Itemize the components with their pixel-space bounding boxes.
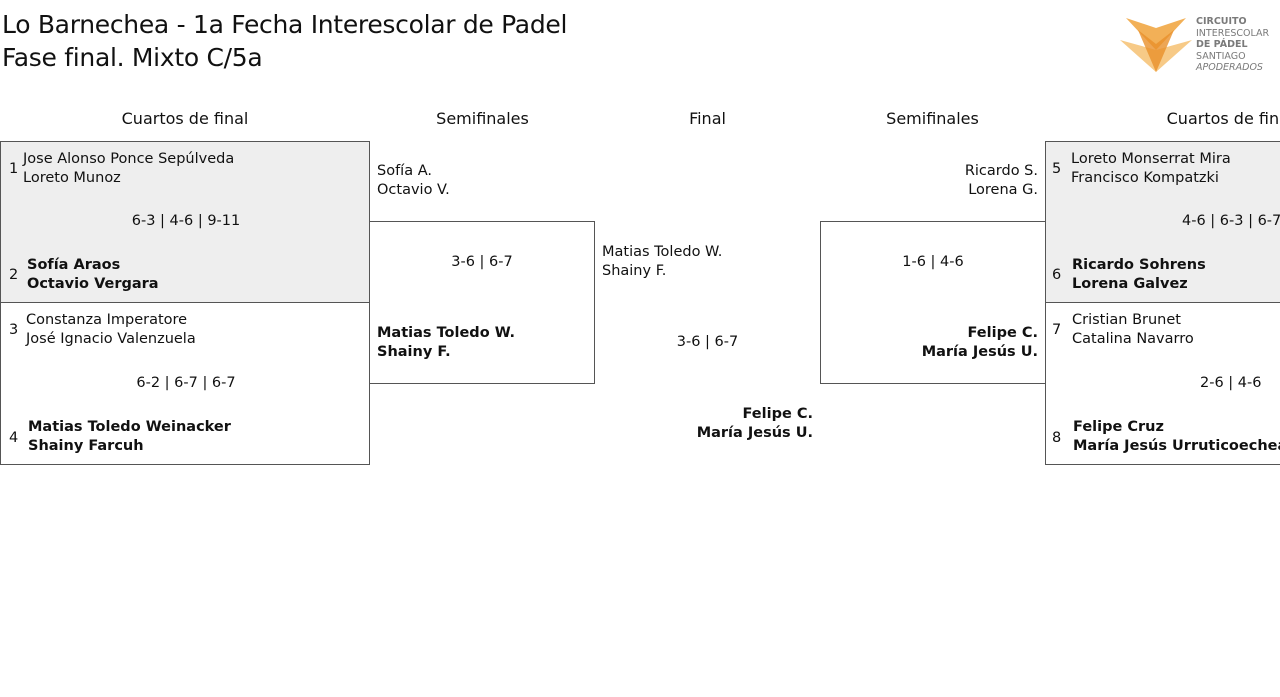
player-name: Ricardo S. — [964, 163, 1038, 179]
winner-name: María Jesús Urruticoechea — [1073, 438, 1280, 454]
match-box-qf2[interactable]: 3 Constanza Imperatore José Ignacio Vale… — [0, 302, 370, 465]
seed-number: 7 — [1052, 322, 1062, 338]
winner-name: Lorena Galvez — [1072, 276, 1188, 292]
seed-number: 8 — [1052, 430, 1062, 446]
winner-name: Sofía Araos — [27, 257, 121, 273]
round-label-left-semis: Semifinales — [436, 109, 529, 128]
logo-text: CIRCUITO INTERESCOLAR DE PÁDEL SANTIAGO … — [1196, 16, 1269, 74]
round-label-final: Final — [689, 109, 726, 128]
player-name: José Ignacio Valenzuela — [26, 331, 196, 347]
player-name: Octavio V. — [377, 182, 450, 198]
title-line-1: Lo Barnechea - 1a Fecha Interescolar de … — [2, 10, 568, 39]
player-name: Jose Alonso Ponce Sepúlveda — [23, 151, 235, 167]
winner-name: Shainy Farcuh — [28, 438, 144, 454]
winner-name: Octavio Vergara — [27, 276, 159, 292]
round-label-right-quarters: Cuartos de final — [1166, 109, 1280, 128]
player-name: Loreto Munoz — [23, 170, 121, 186]
title-line-2: Fase final. Mixto C/5a — [2, 43, 263, 72]
winner-name: Felipe C. — [967, 325, 1038, 341]
round-label-right-semis: Semifinales — [886, 109, 979, 128]
circuit-logo: CIRCUITO INTERESCOLAR DE PÁDEL SANTIAGO … — [1118, 14, 1280, 76]
seed-number: 1 — [9, 161, 19, 177]
winner-name: Ricardo Sohrens — [1072, 257, 1206, 273]
player-name: Francisco Kompatzki — [1071, 170, 1219, 186]
player-name: Shainy F. — [602, 263, 667, 279]
seed-number: 2 — [9, 267, 19, 283]
match-score: 6-3 | 4-6 | 9-11 — [131, 213, 241, 229]
player-name: Constanza Imperatore — [26, 312, 188, 328]
player-name: Matias Toledo W. — [602, 244, 723, 260]
winner-name: Matias Toledo Weinacker — [28, 419, 231, 435]
seed-number: 6 — [1052, 267, 1062, 283]
match-box-qf3[interactable]: 5 Loreto Monserrat Mira Francisco Kompat… — [1045, 141, 1280, 303]
page-title: Lo Barnechea - 1a Fecha Interescolar de … — [2, 8, 567, 74]
logo-line-3: DE PÁDEL — [1196, 39, 1248, 50]
player-name: Sofía A. — [377, 163, 432, 179]
logo-line-5: APODERADOS — [1196, 62, 1263, 73]
match-box-qf4[interactable]: 7 Cristian Brunet Catalina Navarro 2-6 |… — [1045, 302, 1280, 465]
match-score: 4-6 | 6-3 | 6-7 — [1182, 213, 1280, 229]
round-label-left-quarters: Cuartos de final — [121, 109, 249, 128]
player-name: Loreto Monserrat Mira — [1071, 151, 1231, 167]
match-score: 1-6 | 4-6 — [902, 254, 964, 270]
logo-line-4: SANTIAGO — [1196, 50, 1246, 62]
logo-line-1: CIRCUITO — [1196, 16, 1247, 27]
match-box-qf1[interactable]: 1 Jose Alonso Ponce Sepúlveda Loreto Mun… — [0, 141, 370, 303]
match-score: 6-2 | 6-7 | 6-7 — [136, 375, 236, 391]
logo-line-2: INTERESCOLAR — [1196, 27, 1270, 39]
final-score: 3-6 | 6-7 — [676, 334, 739, 350]
match-score: 3-6 | 6-7 — [451, 254, 513, 270]
player-name: Catalina Navarro — [1072, 331, 1194, 347]
match-box-sf1[interactable]: 3-6 | 6-7 Matias Toledo W. Shainy F. — [369, 221, 595, 384]
match-box-sf2[interactable]: 1-6 | 4-6 Felipe C. María Jesús U. — [820, 221, 1046, 384]
seed-number: 4 — [9, 430, 19, 446]
winner-name: Felipe Cruz — [1073, 419, 1164, 435]
champion-name: Felipe C. — [742, 406, 813, 422]
seed-number: 3 — [9, 322, 19, 338]
winner-name: María Jesús U. — [921, 344, 1038, 360]
seed-number: 5 — [1052, 161, 1062, 177]
fox-logo-icon — [1120, 18, 1192, 72]
player-name: Cristian Brunet — [1072, 312, 1181, 328]
winner-name: Matias Toledo W. — [377, 325, 516, 341]
match-score: 2-6 | 4-6 — [1200, 375, 1262, 391]
player-name: Lorena G. — [968, 182, 1038, 198]
champion-name: María Jesús U. — [696, 425, 813, 441]
winner-name: Shainy F. — [377, 344, 451, 360]
